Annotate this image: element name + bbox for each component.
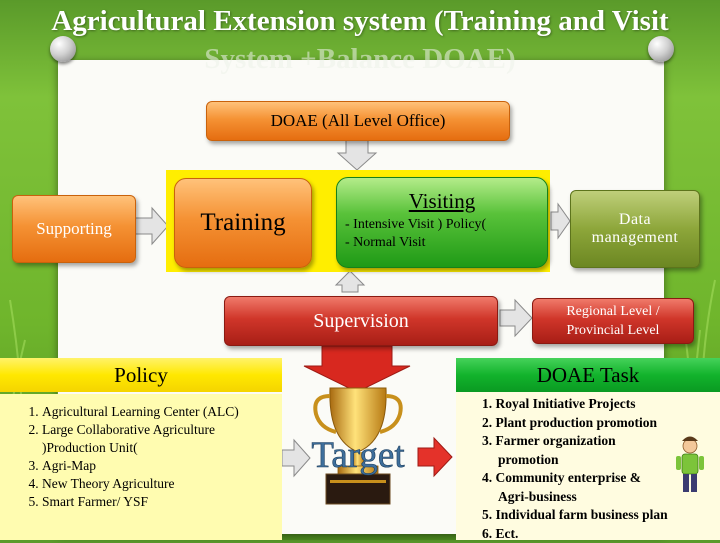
visiting-line-intensive: - Intensive Visit ) Policy( — [345, 216, 547, 234]
supervision-box: Supervision — [224, 296, 498, 346]
training-box: Training — [174, 178, 312, 268]
list-item: Smart Farmer/ YSF — [42, 493, 272, 511]
list-item: 3. Farmer organization — [482, 432, 720, 451]
doae-office-box: DOAE (All Level Office) — [206, 101, 510, 141]
list-item: promotion — [482, 451, 720, 470]
data-management-line2: management — [592, 229, 679, 247]
doae-task-heading: DOAE Task — [456, 358, 720, 392]
list-item: Agri-business — [482, 488, 720, 507]
arrow-right-icon — [135, 208, 168, 244]
visiting-line-normal: - Normal Visit — [345, 234, 547, 252]
visiting-box: Visiting - Intensive Visit ) Policy( - N… — [336, 177, 548, 268]
regional-line2: Provincial Level — [567, 321, 660, 340]
policy-list: Agricultural Learning Center (ALC) Large… — [0, 403, 282, 511]
list-item: Large Collaborative Agriculture )Product… — [42, 421, 272, 457]
arrow-right-icon — [418, 438, 452, 476]
list-item: 6. Ect. — [482, 525, 720, 543]
list-item: 5. Individual farm business plan — [482, 506, 720, 525]
regional-level-box: Regional Level / Provincial Level — [532, 298, 694, 344]
list-item: Agri-Map — [42, 457, 272, 475]
supporting-box: Supporting — [12, 195, 136, 263]
policy-list-panel: Agricultural Learning Center (ALC) Large… — [0, 394, 282, 540]
doae-task-panel: 1. Royal Initiative Projects 2. Plant pr… — [456, 392, 720, 540]
list-item: 2. Plant production promotion — [482, 414, 720, 433]
policy-heading: Policy — [0, 358, 282, 392]
list-item: 1. Royal Initiative Projects — [482, 395, 720, 414]
arrow-down-icon — [338, 140, 376, 170]
arrow-right-icon — [500, 300, 532, 336]
visiting-heading: Visiting — [337, 190, 547, 212]
list-item: Agricultural Learning Center (ALC) — [42, 403, 272, 421]
regional-line1: Regional Level / — [566, 302, 659, 321]
data-management-line1: Data — [619, 211, 651, 229]
arrow-up-icon — [336, 271, 364, 292]
list-item: 4. Community enterprise & — [482, 469, 720, 488]
target-label: Target — [296, 434, 420, 478]
list-item: New Theory Agriculture — [42, 475, 272, 493]
data-management-box: Data management — [570, 190, 700, 268]
arrow-right-icon — [551, 204, 570, 238]
arrow-down-icon — [304, 346, 410, 392]
